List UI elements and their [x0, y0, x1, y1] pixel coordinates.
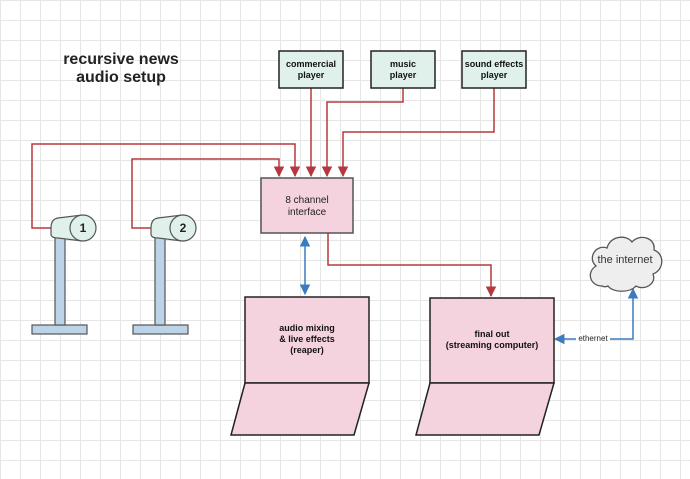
- mic-1-stand: [54, 233, 66, 326]
- audio-interface-label-line2: interface: [288, 207, 327, 218]
- mic-1-number: 1: [80, 221, 87, 235]
- mic-2-stand: [154, 233, 166, 326]
- cloud-label: the internet: [597, 254, 652, 266]
- commercial-player-label-line2: player: [298, 70, 325, 80]
- mixing-laptop-keyboard: [230, 382, 370, 436]
- mixing-laptop-label-line1: audio mixing: [279, 323, 335, 333]
- audio-interface: 8 channel interface: [260, 177, 354, 234]
- microphone-2: 2: [132, 214, 197, 335]
- edge-label-ethernet: ethernet: [578, 334, 608, 343]
- final-laptop-keyboard: [415, 382, 555, 436]
- sound-effects-player-label-line2: player: [481, 70, 508, 80]
- mic-1-base: [31, 324, 88, 335]
- sound-effects-player-label-line1: sound effects: [465, 59, 524, 69]
- mic-2-base: [132, 324, 189, 335]
- microphone-1: 1: [31, 214, 97, 335]
- edge-sfx-to-interface: [337, 88, 495, 178]
- mixing-laptop-label-line2: & live effects: [279, 334, 335, 344]
- edge-interface-to-final: [327, 233, 497, 298]
- final-laptop-screen: [429, 297, 555, 384]
- edge-label-bg: [576, 333, 610, 344]
- sound-effects-player: sound effects player: [461, 50, 527, 89]
- final-laptop-label-line2: (streaming computer): [446, 340, 539, 350]
- music-player-label-line2: player: [390, 70, 417, 80]
- final-laptop-label-line1: final out: [475, 329, 510, 339]
- mic-1-head: [69, 214, 97, 242]
- commercial-player: commercial player: [278, 50, 344, 89]
- diagram-title-line2: audio setup: [76, 69, 166, 86]
- edge-mic2-to-interface: [131, 158, 285, 229]
- mic-2-number: 2: [180, 221, 187, 235]
- internet-cloud: the internet: [589, 236, 663, 292]
- audio-interface-label-line1: 8 channel: [285, 195, 328, 206]
- mixing-laptop: audio mixing & live effects (reaper): [230, 296, 370, 436]
- mic-2-head: [169, 214, 197, 242]
- music-player: music player: [370, 50, 436, 89]
- edge-final-internet: [553, 287, 639, 345]
- mixing-laptop-label-line3: (reaper): [290, 345, 324, 355]
- mixing-laptop-screen: [244, 296, 370, 384]
- edge-music-to-interface: [321, 88, 404, 178]
- final-out-laptop: final out (streaming computer): [415, 297, 555, 436]
- commercial-player-label-line1: commercial: [286, 59, 336, 69]
- music-player-label-line1: music: [390, 59, 416, 69]
- cloud-shape: [589, 236, 663, 292]
- diagram-title-line1: recursive news: [63, 51, 179, 68]
- edge-mic1-to-interface: [31, 143, 301, 229]
